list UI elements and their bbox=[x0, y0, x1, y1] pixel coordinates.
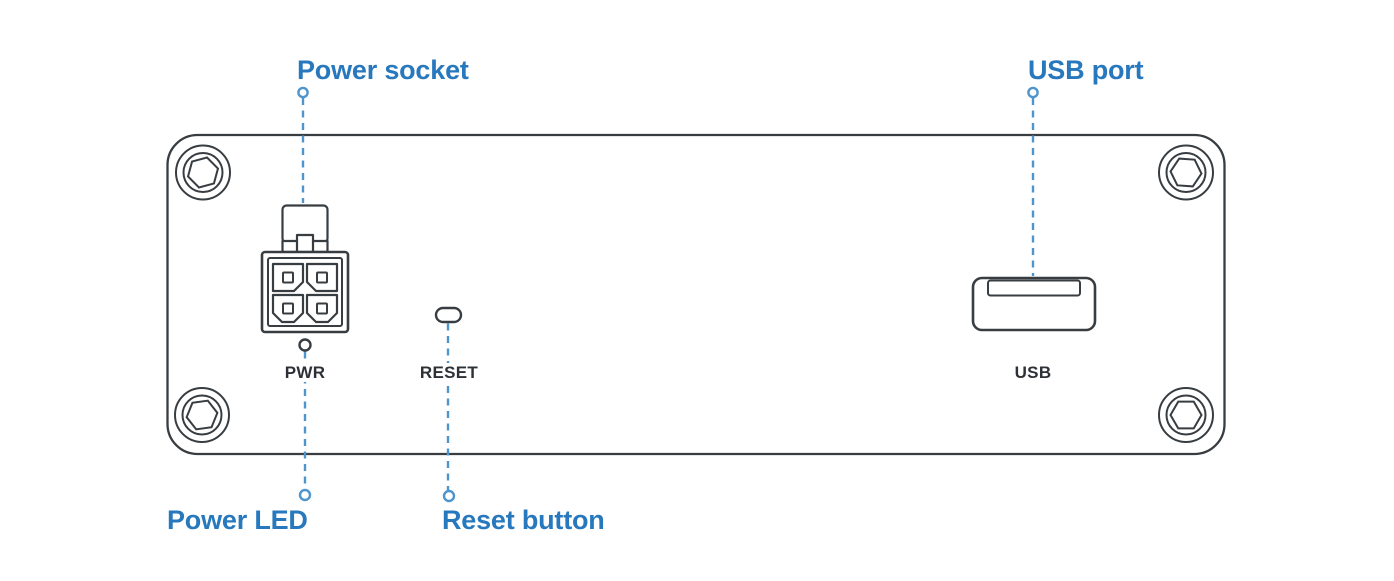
device-panel-outline bbox=[166, 133, 1226, 456]
panel-label-usb: USB bbox=[1011, 363, 1055, 382]
corner-screw-top-right bbox=[1158, 144, 1214, 201]
callout-power-led-label: Power LED bbox=[167, 505, 308, 535]
usb-port-leader-dot bbox=[1027, 86, 1039, 99]
callout-usb-port-label: USB port bbox=[1028, 55, 1144, 85]
power-led-leader-dot bbox=[298, 488, 312, 502]
reset-button-leader-dot bbox=[442, 489, 456, 503]
corner-screw-bottom-right bbox=[1158, 387, 1214, 443]
callout-power-socket-label: Power socket bbox=[297, 55, 469, 85]
power-socket-connector bbox=[260, 204, 350, 334]
power-socket-leader-dot bbox=[297, 86, 309, 99]
usb-port-connector bbox=[971, 276, 1097, 332]
panel-label-reset: RESET bbox=[416, 363, 482, 382]
corner-screw-bottom-left bbox=[174, 387, 230, 443]
reset-pinhole bbox=[434, 306, 463, 324]
power-led-indicator bbox=[298, 338, 312, 352]
panel-label-pwr: PWR bbox=[281, 363, 329, 382]
callout-reset-button-label: Reset button bbox=[442, 505, 605, 535]
corner-screw-top-left bbox=[175, 144, 231, 201]
